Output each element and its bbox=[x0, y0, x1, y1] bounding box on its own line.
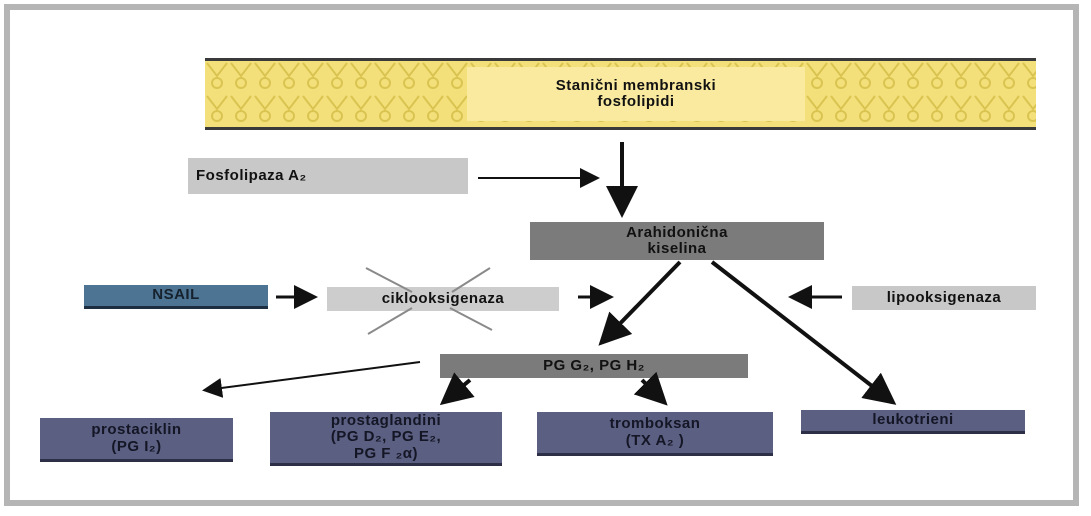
arrow-arahidonicna-to-pg bbox=[598, 260, 682, 346]
ciklooksigenaza-box: ciklooksigenaza bbox=[327, 287, 559, 311]
arahidonicna-box: Arahidonična kiselina bbox=[530, 222, 824, 260]
prostaglandini-box: prostaglandini (PG D₂, PG E₂, PG F ₂α) bbox=[270, 412, 502, 466]
nsail-label: NSAIL bbox=[152, 286, 200, 304]
leukotrieni-box: leukotrieni bbox=[801, 410, 1025, 434]
lipooksigenaza-box: lipooksigenaza bbox=[852, 286, 1036, 310]
tromboksan-label: tromboksan (TX A₂ ) bbox=[609, 415, 701, 449]
arrow-pg-to-prostaglandini bbox=[439, 372, 475, 406]
prostaciklin-label: prostaciklin (PG I₂) bbox=[91, 421, 182, 455]
tromboksan-box: tromboksan (TX A₂ ) bbox=[537, 412, 773, 456]
arahidonicna-label: Arahidonična kiselina bbox=[626, 223, 728, 257]
pg-g2-h2-label: PG G₂, PG H₂ bbox=[543, 356, 645, 374]
ciklooksigenaza-label: ciklooksigenaza bbox=[381, 289, 505, 307]
prostaciklin-box: prostaciklin (PG I₂) bbox=[40, 418, 233, 462]
ciklooksigenaza-cross-out bbox=[365, 267, 493, 335]
membrane-label: Stanični membranski fosfolipidi bbox=[467, 67, 805, 121]
fosfolipaza-box: Fosfolipaza A₂ bbox=[188, 158, 468, 194]
fosfolipaza-label: Fosfolipaza A₂ bbox=[196, 166, 307, 184]
membrane-phospholipids: Stanični membranski fosfolipidi bbox=[205, 58, 1036, 130]
arrow-pg-to-prostaciklin bbox=[202, 361, 421, 398]
pg-g2-h2-box: PG G₂, PG H₂ bbox=[440, 354, 748, 378]
prostaglandini-label: prostaglandini (PG D₂, PG E₂, PG F ₂α) bbox=[330, 412, 442, 462]
arrow-arahidonicna-to-leukotrieni bbox=[710, 260, 897, 405]
arrow-pg-to-tromboksan bbox=[633, 371, 668, 406]
leukotrieni-label: leukotrieni bbox=[872, 411, 954, 429]
nsail-box: NSAIL bbox=[84, 285, 268, 309]
lipooksigenaza-label: lipooksigenaza bbox=[886, 288, 1002, 306]
